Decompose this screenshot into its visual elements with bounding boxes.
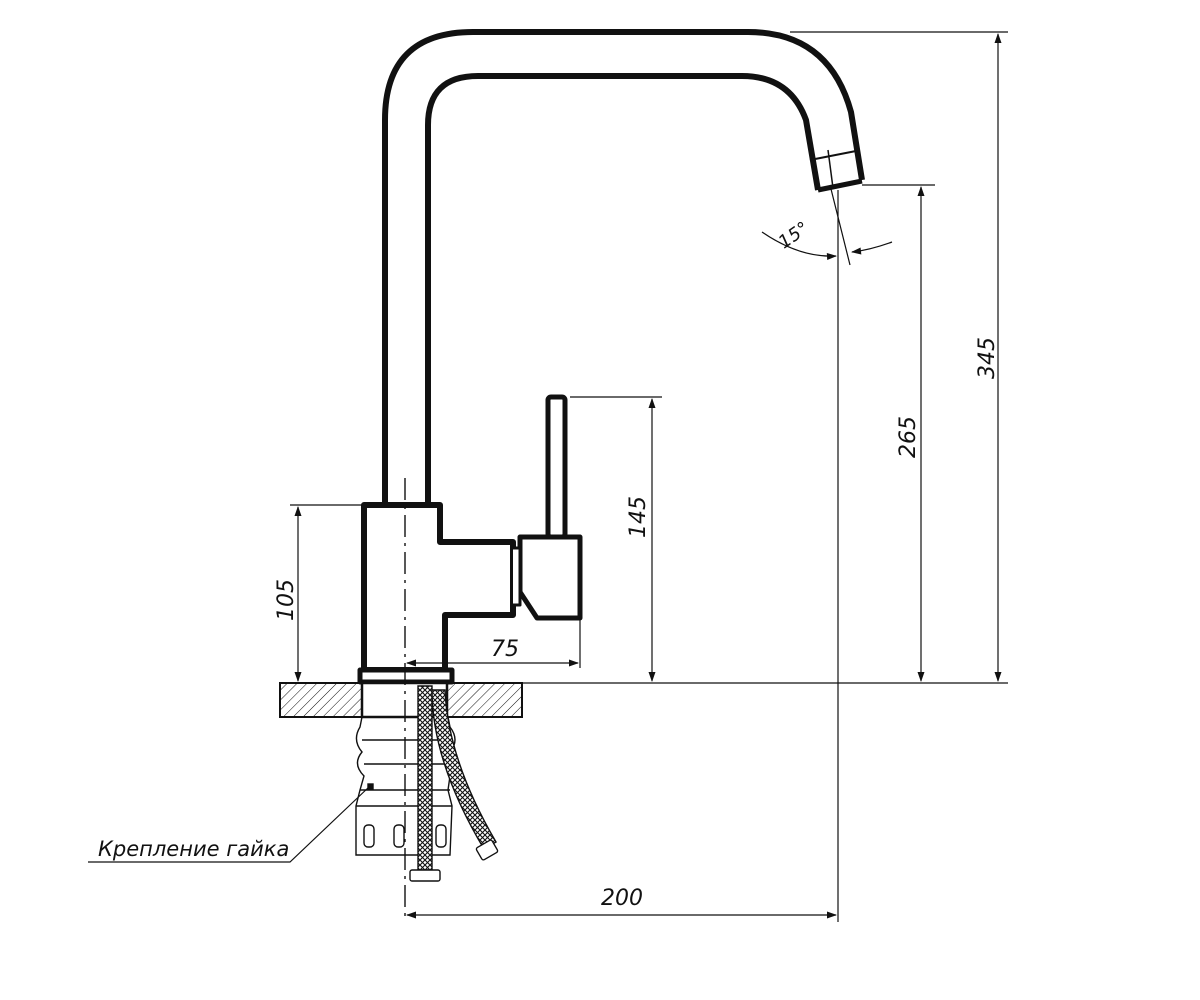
hose-straight xyxy=(417,685,433,871)
nut-slot-left xyxy=(363,824,375,848)
dim-label-200: 200 xyxy=(601,886,643,911)
spout xyxy=(382,29,865,503)
extension-lines xyxy=(290,31,1008,922)
angle-arc xyxy=(761,231,837,260)
countertop-left xyxy=(279,682,363,718)
aerator-band xyxy=(809,150,857,161)
countertop-section xyxy=(279,681,523,719)
handle-lever xyxy=(545,394,568,540)
spout-inner-contour xyxy=(425,73,821,503)
aerator-mark xyxy=(827,149,834,189)
spout-outlet-tip xyxy=(817,178,863,193)
hose-fitting-angled xyxy=(475,839,499,861)
nut-marker xyxy=(367,783,374,790)
dim-label-145: 145 xyxy=(626,496,651,538)
handle-joint xyxy=(513,546,522,607)
spout-outer-contour xyxy=(382,29,865,503)
dim-label-265: 265 xyxy=(896,416,921,458)
countertop-right xyxy=(446,682,523,718)
nut-slot-right xyxy=(393,824,405,848)
dim-label-345: 345 xyxy=(975,337,1000,379)
handle xyxy=(513,394,583,621)
dimension-lines xyxy=(294,33,1002,919)
body-base-ring xyxy=(357,667,455,685)
angle-dimension xyxy=(761,184,893,266)
hose-fitting-straight xyxy=(409,869,441,882)
nut-slot-center xyxy=(435,824,447,848)
dim-label-105: 105 xyxy=(274,579,299,621)
dim-label-75: 75 xyxy=(491,637,519,662)
dim-label-angle: 15° xyxy=(775,218,813,254)
flexible-hoses xyxy=(409,685,499,882)
handle-cartridge-cap xyxy=(517,534,583,621)
callout-leader xyxy=(88,785,371,863)
callout-mounting-nut: Крепление гайка xyxy=(98,837,289,861)
